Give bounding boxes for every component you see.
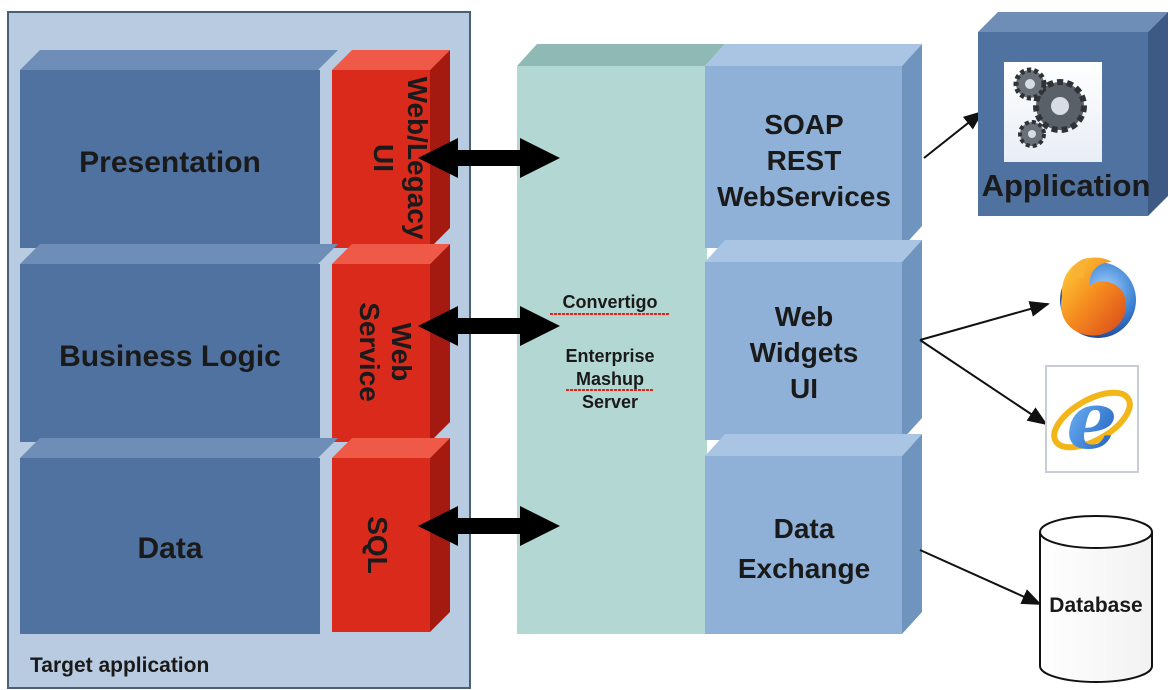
output-widgets-line3: UI: [790, 373, 818, 404]
server-name-line1: Convertigo: [562, 292, 657, 312]
output-widgets-side: [902, 240, 922, 440]
output-soap-line3: WebServices: [717, 181, 891, 212]
server-name-line3: Mashup: [576, 369, 644, 389]
layer-business-top: [20, 244, 338, 264]
interface-web-legacy-line2: UI: [368, 144, 399, 172]
output-widgets-top: [705, 240, 922, 262]
layer-business-front: [20, 264, 320, 442]
connector-widgets-to-firefox: [919, 301, 1050, 341]
double-arrow-presentation-shape: [418, 138, 560, 178]
interface-web-service-front: [332, 264, 430, 442]
convertigo-server: Convertigo Enterprise Mashup Server: [517, 44, 725, 634]
database-icon: Database: [1039, 515, 1153, 683]
output-soap-rest: SOAP REST WebServices: [705, 44, 922, 248]
layer-data-label: Data: [137, 532, 202, 565]
application-consumer: Application: [978, 12, 1168, 216]
connector-exchange-to-database: [919, 549, 1042, 605]
interface-web-service-line2: Service: [354, 302, 385, 402]
output-exchange-line2: Exchange: [738, 553, 870, 584]
connector-soap-to-application: [923, 110, 984, 159]
double-arrow-business-shape: [418, 306, 560, 346]
interface-sql: SQL: [332, 438, 450, 632]
output-widgets-line1: Web: [775, 301, 834, 332]
output-widgets-front: [705, 262, 902, 440]
interface-sql-label: SQL: [362, 516, 393, 574]
layer-presentation: Presentation: [20, 50, 338, 248]
layer-data-top: [20, 438, 338, 458]
output-soap-top: [705, 44, 922, 66]
output-soap-line1: SOAP: [764, 109, 843, 140]
target-panel-caption: Target application: [30, 654, 209, 677]
output-exchange-top: [705, 434, 922, 456]
output-exchange-side: [902, 434, 922, 634]
internet-explorer-icon: e: [1045, 365, 1139, 473]
layer-business-logic: Business Logic: [20, 244, 338, 442]
output-widgets-line2: Widgets: [750, 337, 859, 368]
database-label: Database: [1049, 594, 1142, 617]
interface-sql-front: [332, 458, 430, 632]
double-arrow-presentation: [418, 138, 560, 178]
svg-text:e: e: [1067, 373, 1118, 467]
application-box-top: [978, 12, 1168, 32]
output-exchange-front: [705, 456, 902, 634]
output-soap-line2: REST: [767, 145, 842, 176]
interface-web-service-line1: Web: [386, 323, 417, 382]
double-arrow-data: [418, 506, 560, 546]
output-soap-front: [705, 66, 902, 248]
server-name-line2: Enterprise: [565, 346, 654, 366]
output-data-exchange: Data Exchange: [705, 434, 922, 634]
interface-web-legacy-ui: Web/Legacy UI: [332, 50, 450, 248]
interface-web-service: Web Service: [332, 244, 450, 442]
interface-web-service-top: [332, 244, 450, 264]
interface-web-service-side: [430, 244, 450, 442]
gears-icon: [1013, 67, 1087, 148]
double-arrow-business: [418, 306, 560, 346]
server-name-line4: Server: [582, 392, 638, 412]
interface-web-legacy-front: [332, 70, 430, 248]
layer-data: Data: [20, 438, 338, 634]
layer-presentation-top: [20, 50, 338, 70]
output-soap-side: [902, 44, 922, 248]
output-web-widgets: Web Widgets UI: [705, 240, 922, 440]
layer-presentation-label: Presentation: [79, 146, 261, 179]
output-exchange-line1: Data: [774, 513, 835, 544]
firefox-icon: [1060, 257, 1136, 338]
application-label: Application: [982, 168, 1151, 203]
server-top: [517, 44, 725, 66]
double-arrow-data-shape: [418, 506, 560, 546]
interface-sql-top: [332, 438, 450, 458]
interface-web-legacy-top: [332, 50, 450, 70]
application-box-side: [1148, 12, 1168, 216]
layer-business-logic-label: Business Logic: [59, 340, 281, 373]
layer-data-front: [20, 458, 320, 634]
connector-widgets-to-ie: [919, 339, 1048, 426]
layer-presentation-front: [20, 70, 320, 248]
